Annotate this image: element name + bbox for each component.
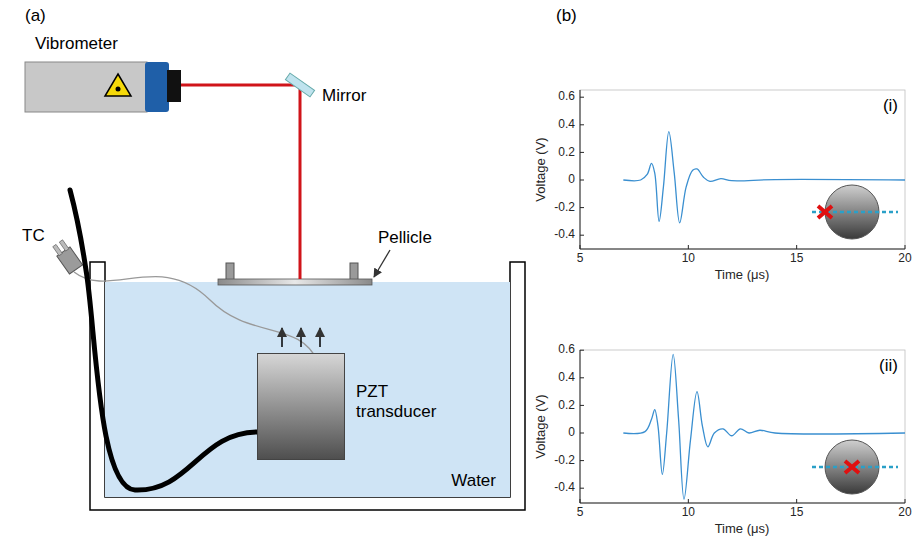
tick-label: 15 [790, 252, 803, 266]
pzt-transducer: PZT transducer [257, 353, 345, 460]
tick-label: 0.6 [558, 90, 575, 104]
tick [580, 245, 581, 249]
y-axis [580, 90, 581, 249]
plot-frame [580, 350, 905, 503]
tick-label: 0.6 [558, 343, 575, 357]
node-label: Water [451, 471, 496, 491]
tick-label: 10 [682, 506, 695, 520]
tick-label: 0.2 [558, 146, 575, 160]
tick [688, 245, 689, 249]
vibrometer: Vibrometer [25, 62, 180, 112]
transducer-cable [70, 190, 258, 490]
plot-axes [580, 90, 905, 249]
tick [580, 460, 584, 461]
tick [905, 499, 906, 503]
label: Time (μs) [715, 522, 770, 537]
waveform [623, 132, 905, 223]
tick [796, 499, 797, 503]
label: (i) [883, 96, 898, 116]
tick [580, 207, 584, 208]
tick [688, 499, 689, 503]
tick [580, 235, 584, 236]
label: Pellicle [378, 228, 432, 248]
tick [580, 405, 584, 406]
tick [796, 245, 797, 249]
tick-label: 0.4 [558, 118, 575, 132]
label: Time (μs) [715, 268, 770, 283]
scan-inset [812, 440, 898, 494]
tick-label: 0.4 [558, 371, 575, 385]
waveform [623, 354, 905, 499]
axis-title: Voltage (V) [534, 394, 549, 458]
tick [580, 180, 584, 181]
scan-inset [812, 185, 898, 239]
thermocouple-wire [74, 272, 318, 362]
tick-label: 20 [898, 252, 911, 266]
tick-label: -0.2 [554, 201, 575, 215]
tick [905, 245, 906, 249]
mirror [285, 73, 314, 97]
tick-label: 5 [577, 506, 584, 520]
pellicle-post [350, 263, 358, 280]
tick-label: 15 [790, 506, 803, 520]
pointer-arrow [374, 250, 390, 277]
laser-warning-sign [105, 74, 131, 96]
tick-label: 0.2 [558, 399, 575, 413]
vibrometer-lens [167, 70, 181, 102]
label: (ii) [879, 356, 898, 376]
label: TC [22, 226, 45, 246]
tick-label: 5 [577, 252, 584, 266]
x-axis [580, 503, 905, 504]
tick-label: 10 [682, 252, 695, 266]
water [105, 282, 510, 497]
label: (a) [25, 6, 46, 26]
laser-beam [180, 85, 300, 279]
wave-arrows [282, 328, 320, 347]
tick-label: 0 [568, 173, 575, 187]
node-label: Vibrometer [35, 34, 118, 54]
tick [580, 152, 584, 153]
laser-warning-sign [116, 87, 121, 92]
vibrometer-head [145, 62, 169, 112]
pellicle [218, 279, 372, 285]
tick-label: 0 [568, 426, 575, 440]
tick [580, 499, 581, 503]
plot-axes [580, 350, 905, 503]
label: Mirror [322, 86, 366, 106]
plot-frame [580, 90, 905, 249]
tick [580, 97, 584, 98]
axis-title: Voltage (V) [534, 137, 549, 201]
tick [580, 124, 584, 125]
tick-label: -0.2 [554, 454, 575, 468]
tank-wall [90, 262, 525, 510]
label: (b) [556, 6, 577, 26]
pellicle-post [226, 263, 234, 280]
y-axis [580, 350, 581, 503]
tick [580, 350, 584, 351]
node-label: PZT transducer [356, 382, 456, 422]
tick-label: -0.4 [554, 481, 575, 495]
vibrometer-body [25, 62, 147, 112]
tick [580, 377, 584, 378]
x-axis [580, 249, 905, 250]
tick [580, 433, 584, 434]
tick [580, 488, 584, 489]
tick-label: -0.4 [554, 228, 575, 242]
water-tank: Water PZT transducer [105, 282, 510, 497]
tick-label: 20 [898, 506, 911, 520]
thermocouple-plug [51, 239, 82, 274]
